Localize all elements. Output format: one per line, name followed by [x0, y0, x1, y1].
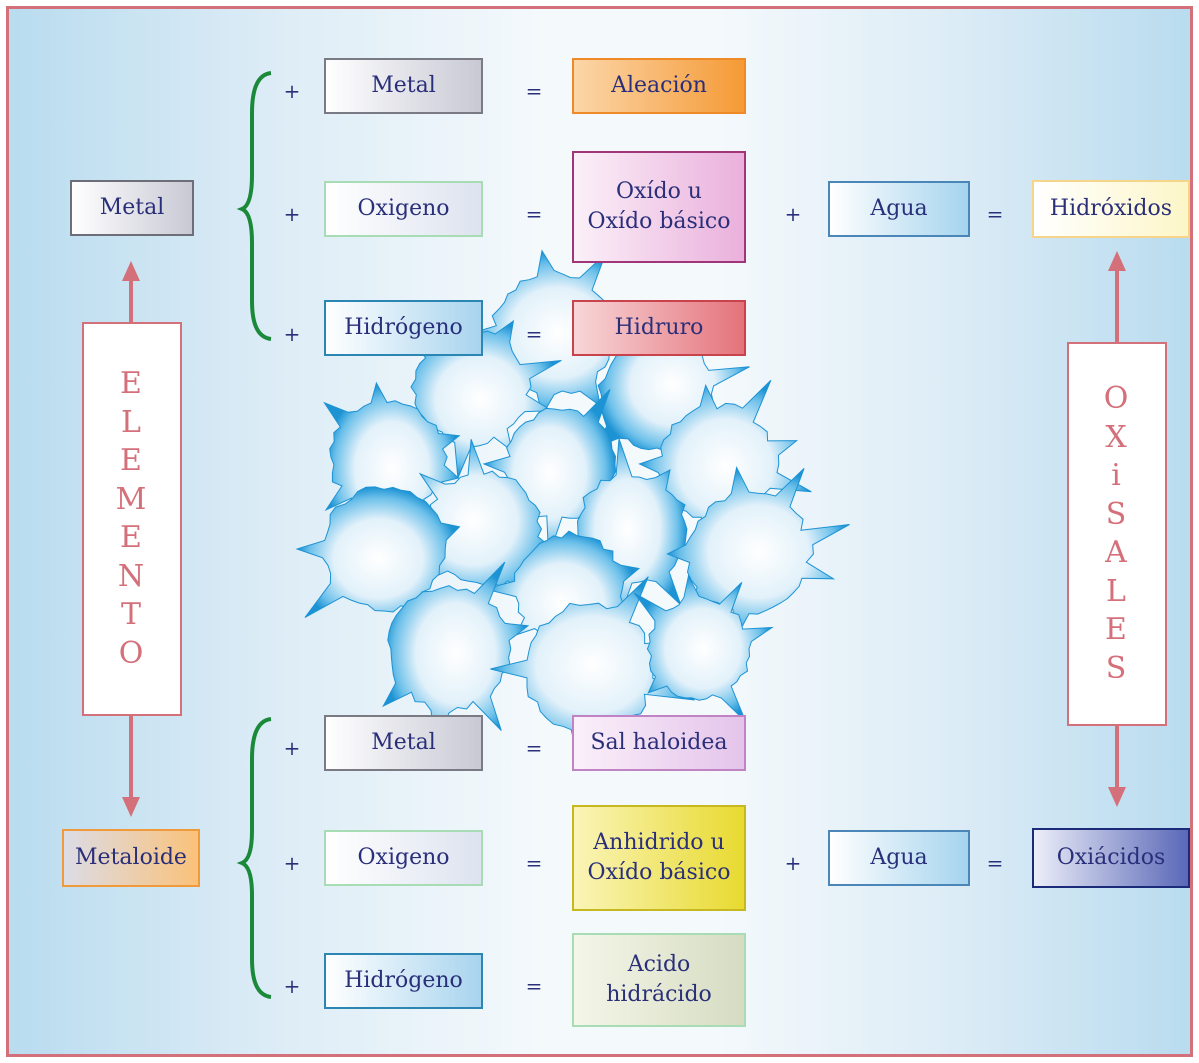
elemento-letter: L — [121, 404, 143, 440]
elemento-letter: N — [117, 558, 147, 594]
plus-sign: + — [283, 736, 301, 760]
elemento-letter: E — [120, 366, 144, 401]
splash-blob — [382, 561, 530, 747]
splash-blob — [633, 574, 774, 722]
oxisales-letter: O — [1103, 381, 1131, 416]
connectors-layer — [122, 71, 1126, 999]
right-down-arrow — [1108, 725, 1126, 807]
metal-element-box: Metal — [70, 180, 194, 236]
oxisales-letter: L — [1106, 573, 1128, 609]
bottom-hidrogeno-reactant-box: Hidrógeno — [324, 953, 483, 1009]
plus-sign: + — [283, 851, 301, 875]
plus-sign: + — [283, 322, 301, 346]
splash-blob — [398, 319, 562, 479]
bottom-agua-box: Agua — [828, 830, 970, 886]
top-oxigeno-reactant-box: Oxigeno — [324, 181, 483, 237]
equals-sign: = — [525, 79, 543, 103]
oxido-basico-product-box: Oxído u Oxído básico — [572, 151, 746, 263]
equals-sign: = — [986, 202, 1004, 226]
right-up-arrow — [1108, 251, 1126, 343]
splash-cluster-illustration — [295, 249, 850, 755]
top-hidrogeno-reactant-box: Hidrógeno — [324, 300, 483, 356]
hidruro-product-box: Hidruro — [572, 300, 746, 356]
plus-sign: + — [784, 851, 802, 875]
acido-hidracido-product-box: Acido hidrácido — [572, 933, 746, 1027]
plus-sign: + — [283, 79, 301, 103]
elemento-letter: E — [120, 443, 144, 478]
anhidrido-product-box: Anhidrido u Oxído básico — [572, 805, 746, 911]
oxisales-letter: i — [1111, 458, 1123, 493]
equals-sign: = — [525, 322, 543, 346]
elemento-letter: M — [115, 481, 149, 517]
equals-sign: = — [525, 202, 543, 226]
bottom-group-brace — [236, 717, 272, 999]
equals-sign: = — [525, 851, 543, 875]
top-group-brace — [236, 71, 272, 341]
plus-sign: + — [784, 202, 802, 226]
plus-sign: + — [283, 202, 301, 226]
left-down-arrow — [122, 715, 140, 817]
top-agua-box: Agua — [828, 181, 970, 237]
metaloide-element-box: Metaloide — [62, 829, 200, 887]
oxiacidos-result-box: Oxiácidos — [1032, 828, 1190, 888]
elemento-letter: O — [118, 635, 146, 671]
elemento-letter: E — [120, 520, 144, 555]
elemento-letter: T — [120, 597, 143, 632]
plus-sign: + — [283, 974, 301, 998]
equals-sign: = — [525, 974, 543, 998]
aleacion-product-box: Aleación — [572, 58, 746, 114]
bottom-oxigeno-reactant-box: Oxigeno — [324, 830, 483, 886]
oxisales-letter: X — [1105, 419, 1129, 455]
splash-blob — [666, 465, 850, 638]
top-metal-reactant-box: Metal — [324, 58, 483, 114]
left-up-arrow — [122, 261, 140, 323]
oxisales-letter: S — [1105, 650, 1129, 686]
sal-haloidea-product-box: Sal haloidea — [572, 715, 746, 771]
oxisales-letter: S — [1105, 496, 1129, 532]
hidroxidos-result-box: Hidróxidos — [1032, 180, 1190, 238]
splash-blob — [567, 438, 688, 621]
bottom-metal-reactant-box: Metal — [324, 715, 483, 771]
oxisales-letter: E — [1105, 612, 1129, 647]
equals-sign: = — [986, 851, 1004, 875]
oxisales-letter: A — [1105, 535, 1129, 570]
equals-sign: = — [525, 736, 543, 760]
